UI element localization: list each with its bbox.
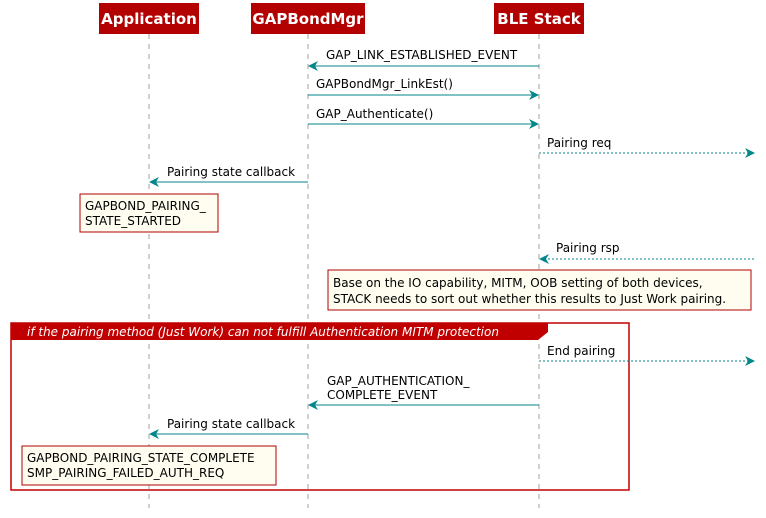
- message-pairing-state-callback: Pairing state callback: [149, 165, 308, 187]
- message-label: Pairing state callback: [167, 417, 295, 431]
- message-label: GAP_LINK_ESTABLISHED_EVENT: [326, 48, 518, 62]
- message-pairing-state-callback-2: Pairing state callback: [149, 417, 308, 439]
- message-label: Pairing rsp: [556, 241, 620, 255]
- message-gap-authentication-complete-event: GAP_AUTHENTICATION_ COMPLETE_EVENT: [308, 374, 539, 410]
- message-label: End pairing: [547, 344, 615, 358]
- participant-label: BLE Stack: [497, 10, 581, 28]
- message-label: Pairing req: [547, 136, 611, 150]
- note-pairing-state-complete: GAPBOND_PAIRING_STATE_COMPLETE SMP_PAIRI…: [21, 445, 277, 486]
- message-gapbondmgr-linkest: GAPBondMgr_LinkEst(): [308, 77, 539, 100]
- message-gap-link-established-event: GAP_LINK_ESTABLISHED_EVENT: [308, 48, 539, 71]
- participant-application: Application: [99, 3, 199, 34]
- alt-block: if the pairing method (Just Work) can no…: [10, 322, 630, 491]
- note-line: STATE_STARTED: [85, 214, 181, 228]
- participant-label: GAPBondMgr: [252, 10, 364, 28]
- note-pairing-state-started: GAPBOND_PAIRING_ STATE_STARTED: [79, 193, 219, 233]
- alt-block-label: if the pairing method (Just Work) can no…: [27, 325, 499, 339]
- participant-ble-stack: BLE Stack: [494, 3, 584, 34]
- message-label: GAP_Authenticate(): [316, 107, 433, 121]
- message-label: GAP_AUTHENTICATION_: [327, 374, 470, 388]
- message-label: GAPBondMgr_LinkEst(): [316, 77, 453, 91]
- participant-gapbondmgr: GAPBondMgr: [251, 3, 365, 34]
- note-line: GAPBOND_PAIRING_STATE_COMPLETE: [27, 451, 255, 465]
- note-io-capability: Base on the IO capability, MITM, OOB set…: [327, 269, 752, 311]
- participant-label: Application: [101, 10, 197, 28]
- message-pairing-req: Pairing req: [539, 136, 755, 158]
- message-label: COMPLETE_EVENT: [327, 388, 438, 402]
- note-line: GAPBOND_PAIRING_: [85, 199, 207, 213]
- note-line: SMP_PAIRING_FAILED_AUTH_REQ: [27, 466, 224, 480]
- message-label: Pairing state callback: [167, 165, 295, 179]
- note-line: STACK needs to sort out whether this res…: [333, 292, 726, 306]
- message-end-pairing: End pairing: [539, 344, 755, 366]
- note-line: Base on the IO capability, MITM, OOB set…: [333, 276, 703, 290]
- message-pairing-rsp: Pairing rsp: [539, 241, 754, 264]
- message-gap-authenticate: GAP_Authenticate(): [308, 107, 539, 129]
